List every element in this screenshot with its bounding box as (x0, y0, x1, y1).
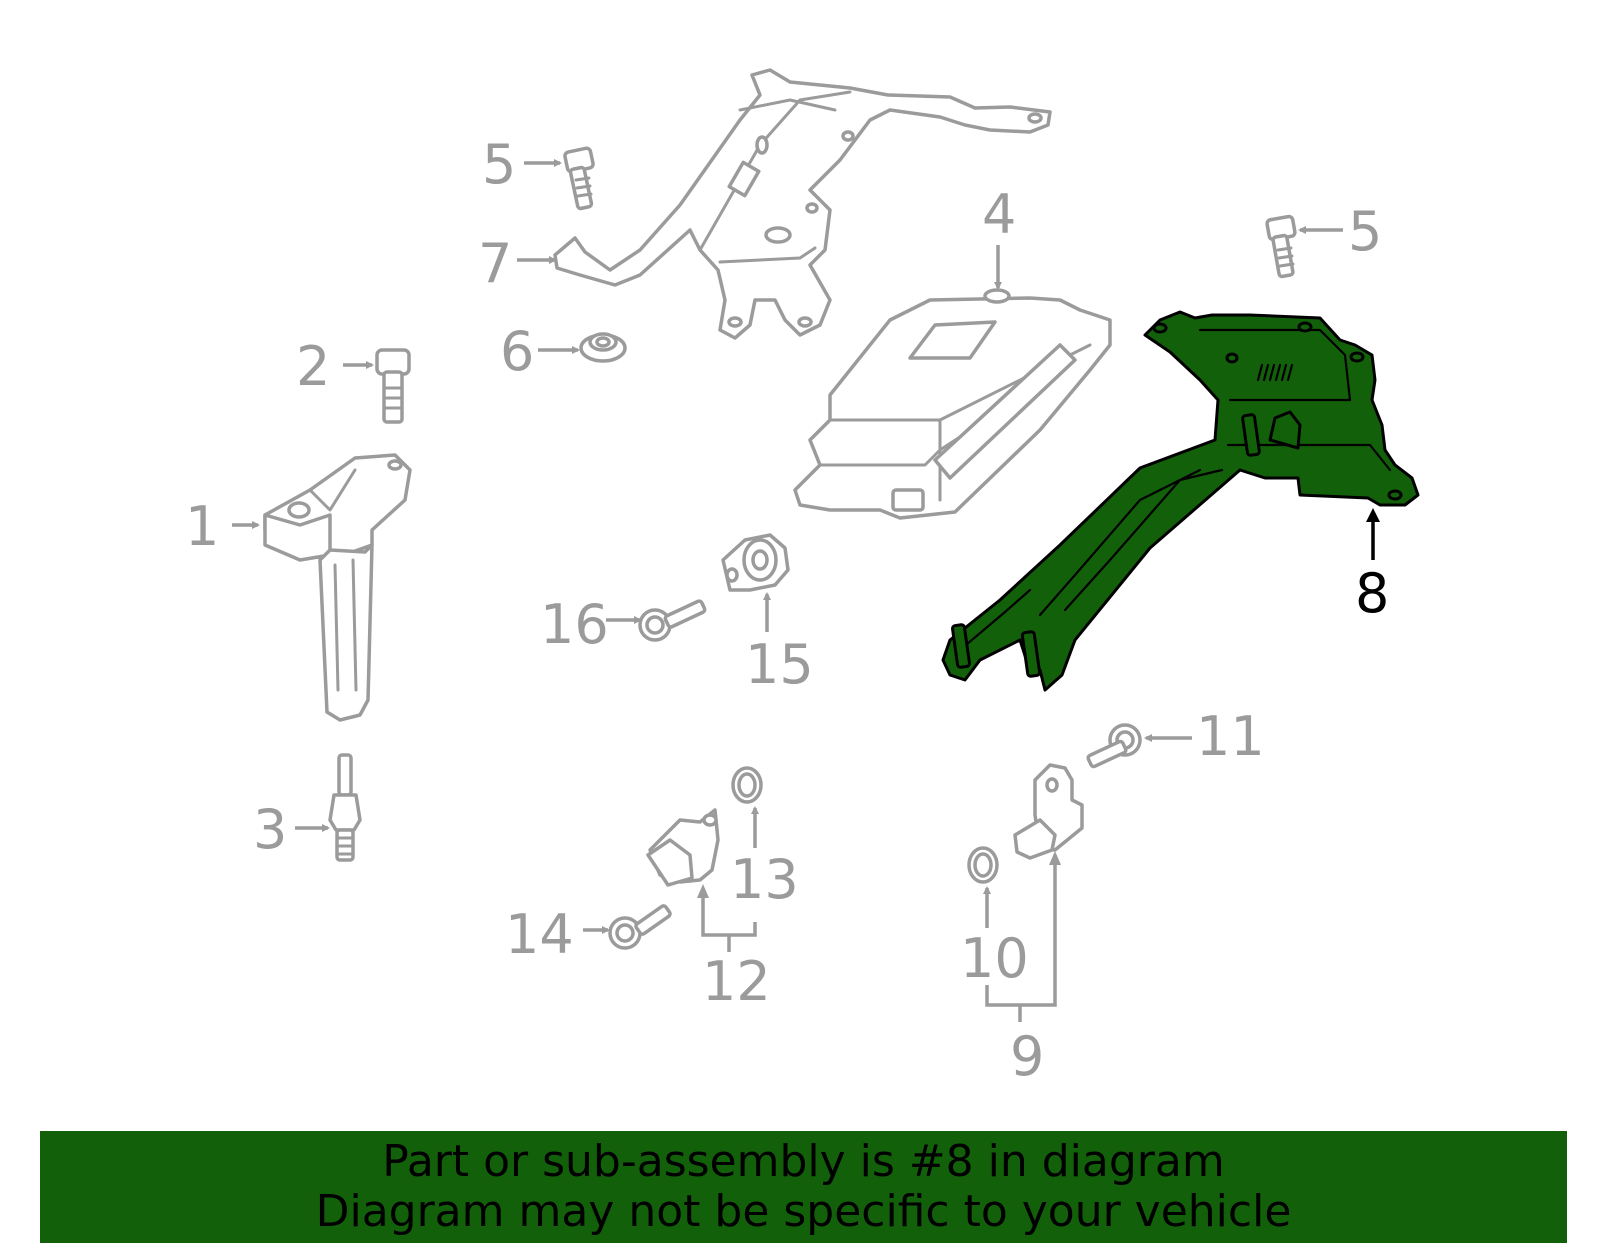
part-5-bolt-left[interactable] (563, 146, 595, 211)
part-13-o-ring[interactable] (731, 766, 763, 804)
part-16-bolt[interactable] (638, 599, 707, 642)
part-1-ignition-coil[interactable] (263, 453, 412, 722)
callout-7: 7 (478, 232, 512, 295)
callout-11: 11 (1196, 705, 1265, 768)
banner-line-2: Diagram may not be specific to your vehi… (315, 1186, 1292, 1237)
part-9-sensor[interactable] (1013, 763, 1084, 860)
callout-4: 4 (982, 183, 1016, 246)
callout-5-left: 5 (482, 133, 516, 196)
info-banner: Part or sub-assembly is #8 in diagram Di… (40, 1131, 1567, 1243)
callout-6: 6 (500, 320, 534, 383)
callout-12: 12 (702, 950, 771, 1013)
callout-3: 3 (253, 798, 287, 861)
part-6-nut[interactable] (579, 332, 627, 363)
callout-5-right: 5 (1348, 200, 1382, 263)
part-12-sensor[interactable] (646, 808, 720, 887)
callout-numbers: 1 2 3 4 5 5 6 7 8 9 10 11 12 13 14 15 16 (185, 133, 1389, 1088)
banner-line-1: Part or sub-assembly is #8 in diagram (382, 1136, 1225, 1187)
callout-13: 13 (730, 848, 799, 911)
part-11-bolt[interactable] (1086, 723, 1142, 769)
callout-1: 1 (185, 495, 219, 558)
part-10-o-ring[interactable] (967, 846, 999, 884)
part-8-bracket-highlighted[interactable] (941, 310, 1420, 692)
part-2-bolt[interactable] (375, 348, 411, 424)
callout-14: 14 (505, 903, 574, 966)
callout-9: 9 (1010, 1025, 1044, 1088)
callout-10: 10 (960, 927, 1029, 990)
part-3-spark-plug[interactable] (328, 753, 362, 862)
part-5-bolt-right[interactable] (1265, 214, 1297, 279)
part-14-bolt[interactable] (608, 904, 672, 950)
callout-2: 2 (296, 335, 330, 398)
part-15-grommet[interactable] (721, 533, 790, 592)
part-4-ecu[interactable] (793, 288, 1112, 520)
callout-16: 16 (540, 593, 609, 656)
callout-8: 8 (1355, 562, 1389, 625)
part-7-bracket[interactable] (553, 68, 1052, 340)
leader-lines (232, 159, 1380, 1022)
callout-15: 15 (745, 633, 814, 696)
